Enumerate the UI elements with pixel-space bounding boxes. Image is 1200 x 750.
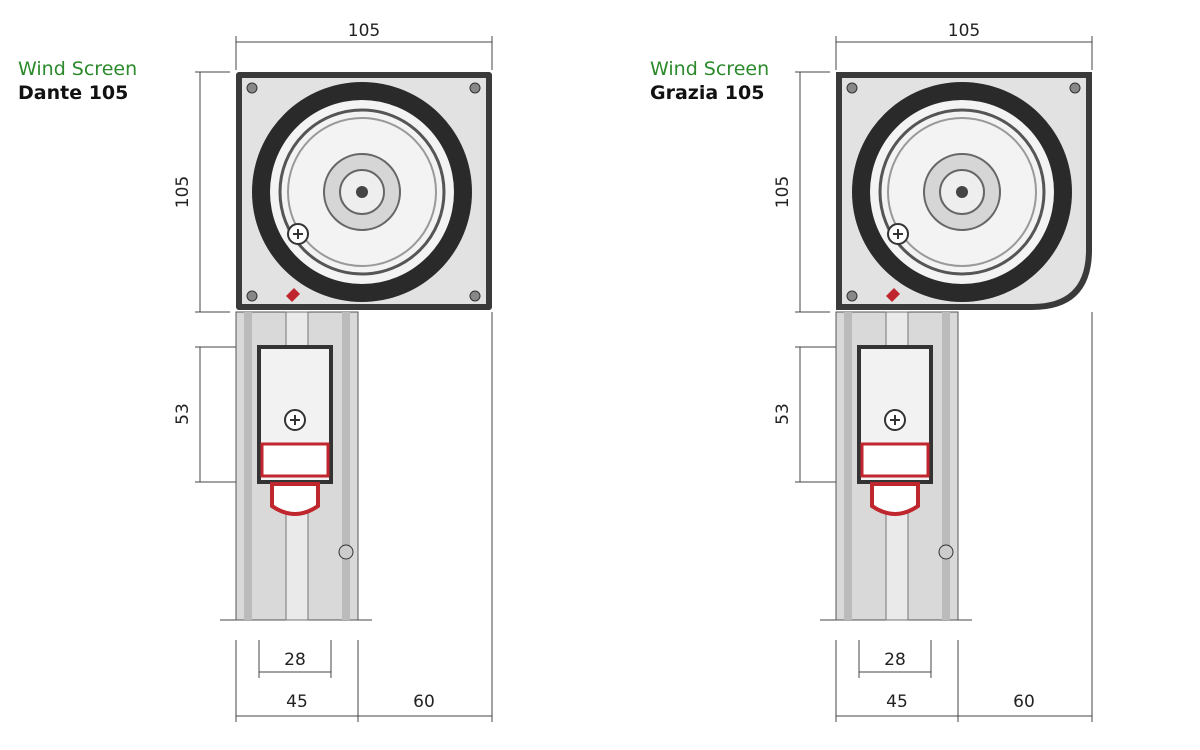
- dim-inner-width: 28: [284, 650, 306, 670]
- dim-rail-width: 45: [886, 692, 908, 712]
- series-name: Wind Screen: [18, 58, 138, 80]
- dim-box-height: 105: [773, 176, 793, 208]
- guide-rail: [235, 288, 359, 621]
- diagram-dante-105: Wind Screen Dante 105: [18, 21, 493, 722]
- series-name: Wind Screen: [650, 58, 770, 80]
- roller-tube: [252, 82, 472, 302]
- dim-inner-width: 28: [884, 650, 906, 670]
- dim-side-gap: 60: [413, 692, 435, 712]
- dimension-lines: [795, 36, 1093, 722]
- technical-drawing: 105 105 53 28 45 60: [773, 21, 1093, 722]
- dim-top-width: 105: [948, 21, 980, 41]
- diagram-grazia-105: Wind Screen Grazia 105: [600, 0, 1200, 750]
- technical-drawing: 105 105 53 28 45 60: [173, 21, 493, 722]
- dim-rail-height: 53: [773, 403, 793, 425]
- dim-top-width: 105: [348, 21, 380, 41]
- dim-rail-width: 45: [286, 692, 308, 712]
- product-label: Wind Screen Grazia 105: [650, 57, 769, 105]
- model-name: Dante 105: [18, 82, 129, 104]
- dim-side-gap: 60: [1013, 692, 1035, 712]
- dim-rail-height: 53: [173, 403, 193, 425]
- product-label: Wind Screen Dante 105: [18, 57, 137, 105]
- dim-box-height: 105: [173, 176, 193, 208]
- model-name: Grazia 105: [650, 82, 765, 104]
- roller-tube: [852, 82, 1072, 302]
- guide-rail: [835, 288, 959, 621]
